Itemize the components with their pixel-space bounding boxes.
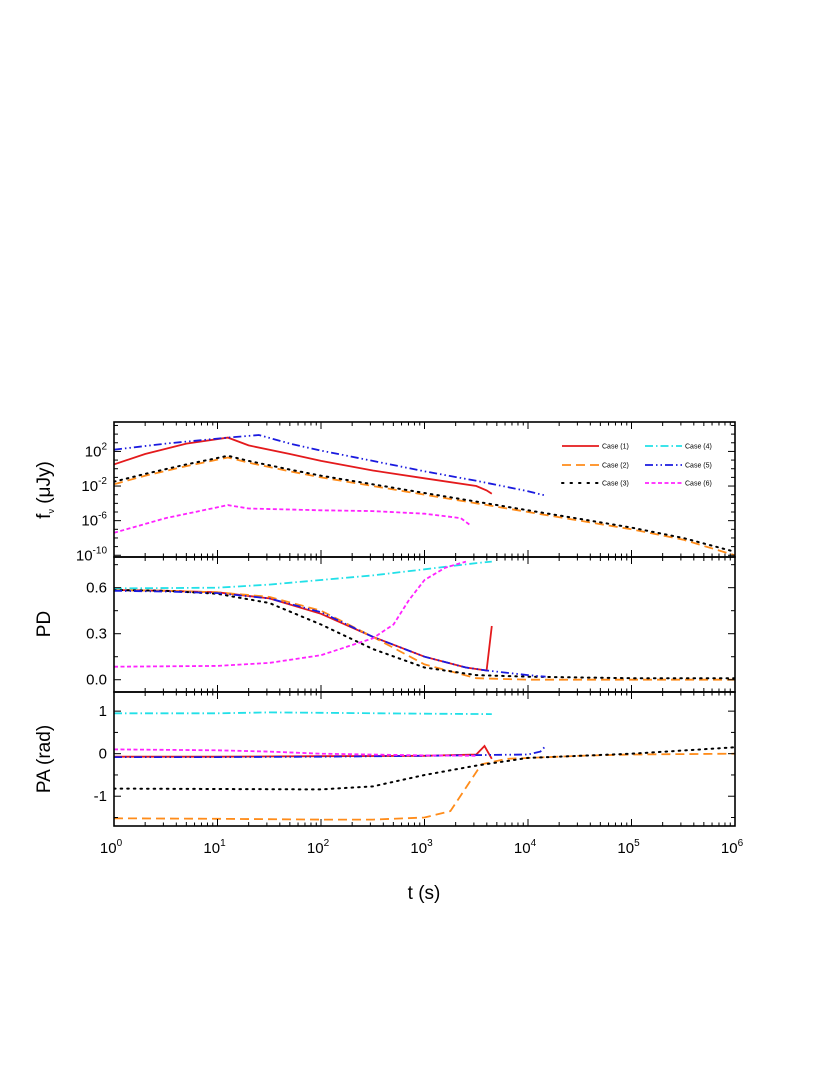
panel-frame [113,556,736,693]
series-line [114,504,472,534]
legend-item: Case (1) [562,444,629,451]
x-tick-label: 105 [617,838,640,857]
panel-frame [113,421,736,558]
series-line [114,560,467,668]
y-tick-label: 10-10 [76,545,108,564]
y-tick-label: 10-2 [81,476,107,495]
y-tick-label: 0.6 [86,580,107,597]
x-axis-title: t (s) [408,883,441,904]
series-group [114,434,735,557]
y-tick-label: 0 [99,746,107,763]
x-tick-label: 103 [410,838,433,857]
y-tick-label: 102 [85,441,108,460]
legend-label: Case (5) [685,463,712,470]
pd-y-axis-title: PD [34,611,55,637]
series-line [114,589,546,678]
series-line [114,434,546,497]
legend-label: Case (2) [602,463,629,470]
series-group [114,560,735,681]
legend-item: Case (2) [562,463,629,470]
x-tick-label: 101 [203,838,226,857]
legend-label: Case (1) [602,444,629,451]
panel-pd: 0.0 0.3 0.6 [86,556,736,693]
flux-y-axis-title: fν (μJy) [34,461,56,519]
legend-label: Case (3) [602,481,629,488]
y-tick-label: -1 [94,788,107,805]
legend-item: Case (3) [561,481,629,488]
y-tick-label: 10-6 [81,511,107,530]
series-line [114,752,735,821]
series-group [114,711,735,821]
x-tick-label: 102 [307,838,330,857]
y-tick-label: 0.0 [86,672,107,689]
legend-item: Case (6) [645,481,712,488]
y-tick-label: 1 [99,703,107,720]
legend-label: Case (6) [685,481,712,488]
series-line [114,456,735,557]
series-line [114,454,735,553]
pa-y-axis-title: PA (rad) [34,725,55,793]
legend: Case (1) Case (2) Case (3) Case (4) Case (5)… [561,444,712,488]
x-tick-label: 100 [100,838,123,857]
panel-pa: -1 0 1 [94,691,736,827]
series-line [114,436,493,495]
x-tick-label: 104 [514,838,537,857]
x-tick-label: 106 [721,838,744,857]
panel-frame [113,691,736,827]
plot-panels: 102 10-2 10-6 10-10 0.0 0.3 0.6 -1 0 1 [76,421,736,827]
y-tick-label: 0.3 [86,626,107,643]
series-line [114,748,477,757]
series-line [114,711,492,715]
legend-label: Case (4) [685,444,712,451]
panel-flux: 102 10-2 10-6 10-10 [76,421,736,564]
legend-item: Case (5) [645,463,712,470]
legend-item: Case (4) [645,444,712,451]
x-axis-tick-labels: 100 101 102 103 104 105 106 [100,838,744,857]
series-line [114,746,735,791]
series-line [114,560,492,590]
